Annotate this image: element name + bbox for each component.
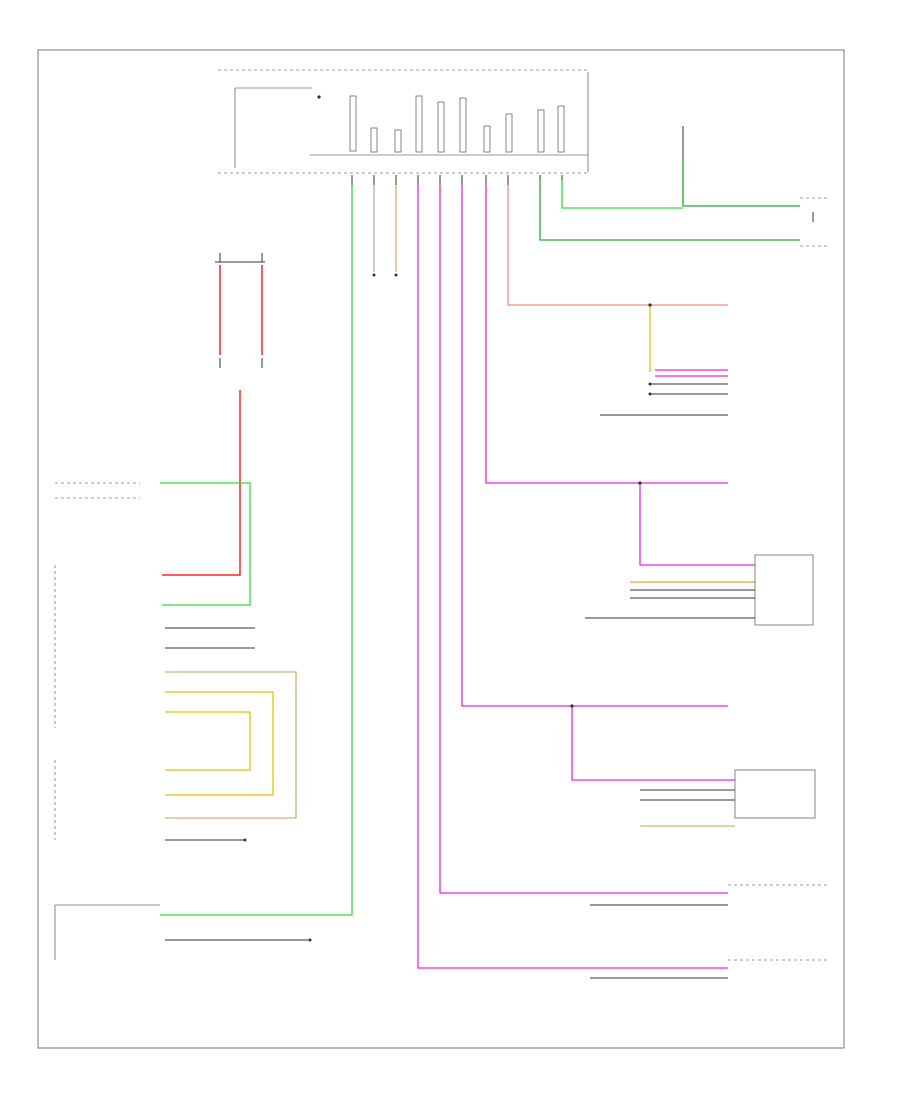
right-component-2 [585, 481, 814, 626]
left-module-top [55, 482, 251, 606]
wire-pink [507, 185, 728, 306]
left-module-lower [54, 760, 247, 842]
left-module-bottom [54, 904, 312, 960]
wire-magenta-4 [485, 185, 728, 484]
left-module-main [54, 565, 297, 819]
left-fuse [162, 253, 265, 576]
connector-row [351, 175, 563, 215]
wire-magenta-2 [439, 185, 728, 894]
right-component-3 [570, 704, 816, 827]
central-module [218, 69, 589, 174]
right-component-1 [600, 303, 728, 416]
wire-magenta-3 [461, 185, 728, 707]
diagram-frame [37, 49, 845, 1049]
wire-magenta-1 [417, 185, 728, 969]
top-right-connector [539, 126, 830, 247]
right-component-4 [590, 884, 830, 979]
wire-green-left [160, 185, 353, 916]
